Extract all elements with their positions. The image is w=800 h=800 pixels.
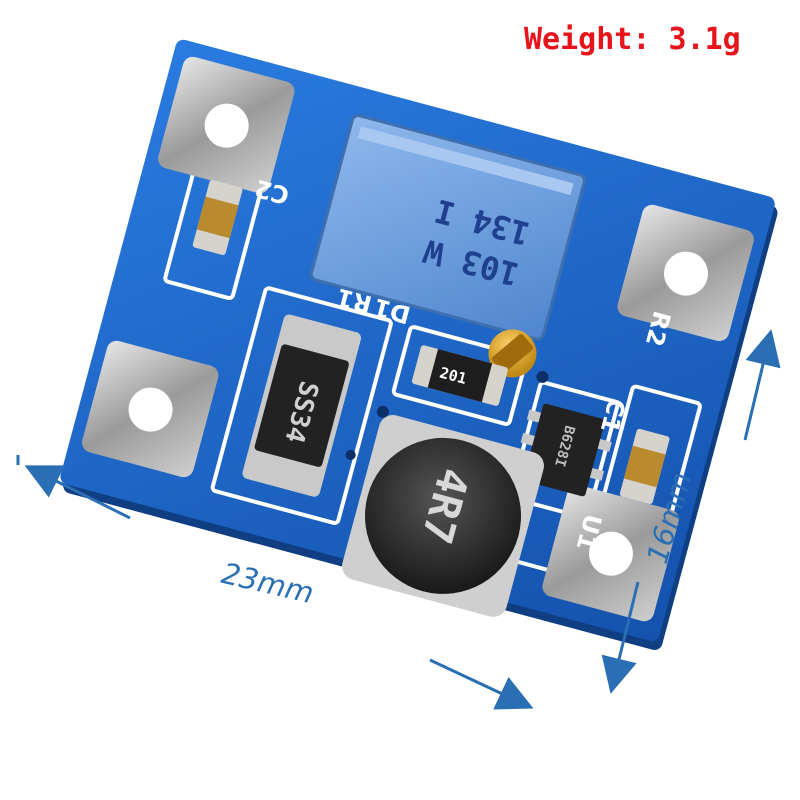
weight-label: Weight: 3.1g (524, 22, 741, 57)
pcb-board: C2 R1 D1 R2 C1 U1 134 I 103 W SS34 201 B… (60, 39, 778, 650)
